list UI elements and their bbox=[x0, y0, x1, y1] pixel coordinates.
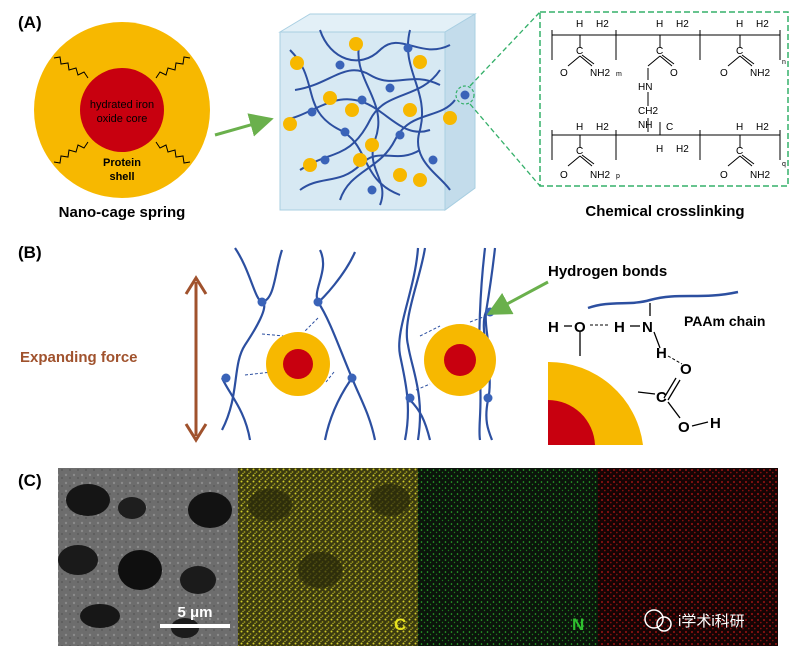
chem-h-6: H bbox=[736, 122, 743, 133]
chem-h2-2: H2 bbox=[676, 19, 689, 30]
arrow-to-hydrogel bbox=[214, 113, 274, 137]
nano-cage-particles bbox=[283, 37, 457, 187]
spring-top-right bbox=[155, 56, 191, 79]
chem-hn: HN bbox=[638, 82, 652, 93]
chem-h-5: H bbox=[656, 144, 663, 155]
paam-chain-label: PAAm chain bbox=[684, 313, 765, 329]
hb-h-4: H bbox=[710, 415, 721, 432]
chem-o-6: O bbox=[720, 170, 728, 181]
hbond-chemistry-lines bbox=[564, 303, 709, 427]
chem-c-6: C bbox=[736, 146, 743, 157]
chemical-box bbox=[539, 11, 789, 187]
chem-o-4: O bbox=[560, 170, 568, 181]
zoom-circle bbox=[455, 85, 475, 105]
chem-c-4: C bbox=[666, 122, 673, 133]
chem-c-1: C bbox=[576, 46, 583, 57]
hb-n: N bbox=[642, 319, 653, 336]
expanding-force-arrow bbox=[184, 275, 208, 443]
chem-h2-6: H2 bbox=[756, 122, 769, 133]
chem-h-2: H bbox=[656, 19, 663, 30]
chem-nh: NH bbox=[638, 120, 652, 131]
chem-o-2: O bbox=[670, 68, 678, 79]
chem-c-3: C bbox=[736, 46, 743, 57]
crosslink-nodes bbox=[307, 43, 470, 195]
chem-h2-4: H2 bbox=[596, 122, 609, 133]
chem-h2-5: H2 bbox=[676, 144, 689, 155]
chem-nh2-3: NH2 bbox=[750, 68, 770, 79]
chem-nh2-6: NH2 bbox=[750, 170, 770, 181]
sem-image: 5 μm bbox=[58, 468, 238, 646]
chem-h-1: H bbox=[576, 19, 583, 30]
eds-label-c: C bbox=[394, 615, 406, 634]
spring-bottom-left bbox=[53, 141, 89, 164]
hb-h-1: H bbox=[548, 319, 559, 336]
chemical-crosslinking-caption: Chemical crosslinking bbox=[585, 203, 744, 220]
iron-oxide-core bbox=[80, 68, 164, 152]
core-label-line1: hydrated iron bbox=[90, 99, 154, 111]
zoom-line-bottom bbox=[469, 103, 541, 187]
wechat-icon bbox=[644, 609, 664, 629]
chem-o-3: O bbox=[720, 68, 728, 79]
chem-sub-m: m bbox=[616, 71, 622, 78]
hydrogel-cube bbox=[278, 13, 477, 211]
hb-o-1: O bbox=[574, 319, 586, 336]
hb-h-2: H bbox=[614, 319, 625, 336]
chem-h-4: H bbox=[576, 122, 583, 133]
core-label-line2: oxide core bbox=[97, 113, 148, 125]
chem-c-5: C bbox=[576, 146, 583, 157]
paam-chain-line bbox=[587, 290, 739, 310]
chem-h2-3: H2 bbox=[756, 19, 769, 30]
hydrogen-bonds-label: Hydrogen bonds bbox=[548, 263, 667, 280]
quarter-particle-core bbox=[548, 400, 595, 445]
nano-cage-spring: hydrated iron oxide core Protein shell bbox=[34, 22, 210, 198]
chem-sub-p: p bbox=[616, 173, 620, 180]
spring-bottom-right bbox=[155, 141, 191, 164]
chem-sub-n: n bbox=[782, 59, 786, 66]
eds-map-iron bbox=[598, 468, 778, 646]
nano-cage-caption: Nano-cage spring bbox=[59, 204, 186, 221]
hbond-chemistry-dashes bbox=[590, 324, 683, 365]
chem-h-3: H bbox=[736, 19, 743, 30]
chains-left-nodes bbox=[221, 297, 357, 383]
chem-ch2: CH2 bbox=[638, 106, 658, 117]
chemical-structure: H H2 H H2 H H2 C C C O NH2 O O NH2 m n H… bbox=[539, 11, 789, 187]
watermark-text: i学术i科研 bbox=[678, 613, 745, 630]
zoom-line-top bbox=[469, 11, 541, 87]
panel-c-label: (C) bbox=[18, 471, 42, 490]
particle-left-core bbox=[283, 349, 313, 379]
hbond-dashes-right bbox=[415, 315, 487, 391]
chem-sub-q: q bbox=[782, 161, 786, 168]
scale-bar-label: 5 μm bbox=[177, 604, 212, 621]
scale-bar bbox=[160, 624, 230, 628]
expanding-force-label: Expanding force bbox=[20, 349, 138, 366]
eds-map-nitrogen: N bbox=[418, 468, 598, 646]
hb-o-3: O bbox=[678, 419, 690, 436]
hb-o-2: O bbox=[680, 361, 692, 378]
chains-left bbox=[221, 247, 377, 441]
particle-right-core bbox=[444, 344, 476, 376]
chem-h2-1: H2 bbox=[596, 19, 609, 30]
chem-nh2-4: NH2 bbox=[590, 170, 610, 181]
shell-label-line2: shell bbox=[109, 171, 134, 183]
chem-c-2: C bbox=[656, 46, 663, 57]
hb-h-3: H bbox=[656, 345, 667, 362]
panel-a-label: (A) bbox=[18, 13, 42, 32]
panel-b-label: (B) bbox=[18, 243, 42, 262]
spring-top-left bbox=[53, 56, 89, 79]
eds-map-carbon: C bbox=[238, 468, 418, 646]
eds-label-n: N bbox=[572, 615, 584, 634]
chem-nh2-1: NH2 bbox=[590, 68, 610, 79]
watermark: i学术i科研 bbox=[644, 609, 745, 632]
hydrogen-bonds-arrow bbox=[486, 280, 549, 315]
hb-c: C bbox=[656, 389, 667, 406]
shell-label-line1: Protein bbox=[103, 157, 141, 169]
chem-o-1: O bbox=[560, 68, 568, 79]
